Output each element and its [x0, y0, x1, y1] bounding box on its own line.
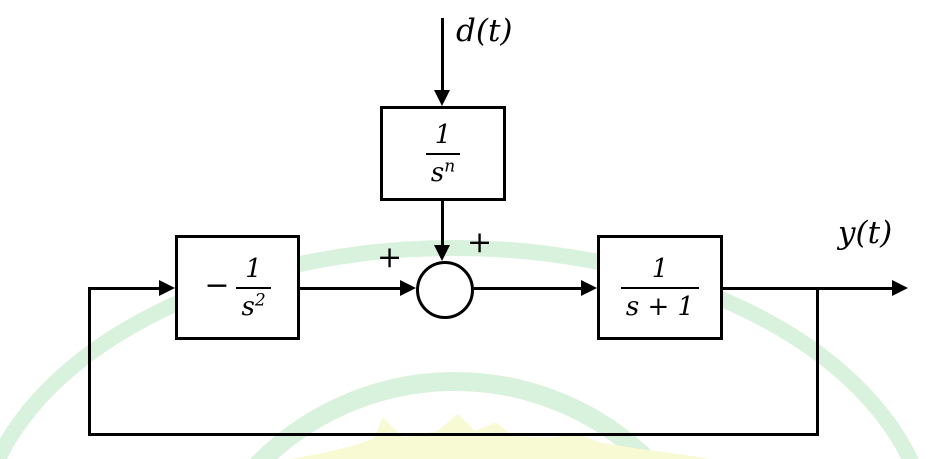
disturbance-to-sum-line — [441, 201, 444, 247]
arrow-right-icon — [159, 280, 175, 296]
sum-sign-right: + — [467, 225, 493, 260]
denominator: sn — [425, 152, 461, 188]
output-line — [723, 287, 892, 290]
denominator: s2 — [236, 286, 271, 322]
sum-to-plant-line — [474, 287, 581, 290]
minus-sign: − — [204, 268, 230, 303]
plant-block: 1 s + 1 — [597, 235, 723, 340]
arrow-right-icon — [400, 280, 416, 296]
denominator-base: s — [430, 157, 445, 188]
denominator-base: s — [241, 291, 255, 322]
disturbance-input-line — [441, 18, 444, 92]
feedback-branch-line — [816, 288, 819, 436]
disturbance-transfer-function: 1 sn — [425, 119, 461, 188]
numerator: 1 — [245, 253, 262, 284]
feedback-transfer-function: 1 s2 — [236, 253, 271, 322]
denominator: s + 1 — [620, 286, 700, 320]
numerator: 1 — [651, 253, 669, 284]
denominator-exponent: 2 — [254, 289, 266, 310]
arrow-right-icon — [581, 280, 597, 296]
disturbance-block: 1 sn — [380, 106, 506, 201]
arrow-right-icon — [892, 280, 908, 296]
feedback-bottom-line — [88, 433, 819, 436]
feedback-to-sum-line — [300, 287, 400, 290]
disturbance-input-label: d(t) — [456, 13, 513, 49]
feedback-block: − 1 s2 — [175, 235, 300, 340]
output-label: y(t) — [838, 215, 893, 251]
denominator-exponent: n — [444, 155, 456, 176]
summing-junction — [416, 261, 474, 319]
arrow-down-icon — [434, 245, 450, 261]
sum-sign-left: + — [377, 240, 403, 275]
numerator: 1 — [434, 119, 452, 150]
plant-transfer-function: 1 s + 1 — [620, 253, 700, 320]
feedback-to-block-line — [88, 287, 159, 290]
arrow-down-icon — [434, 90, 450, 106]
feedback-left-line — [88, 288, 91, 436]
